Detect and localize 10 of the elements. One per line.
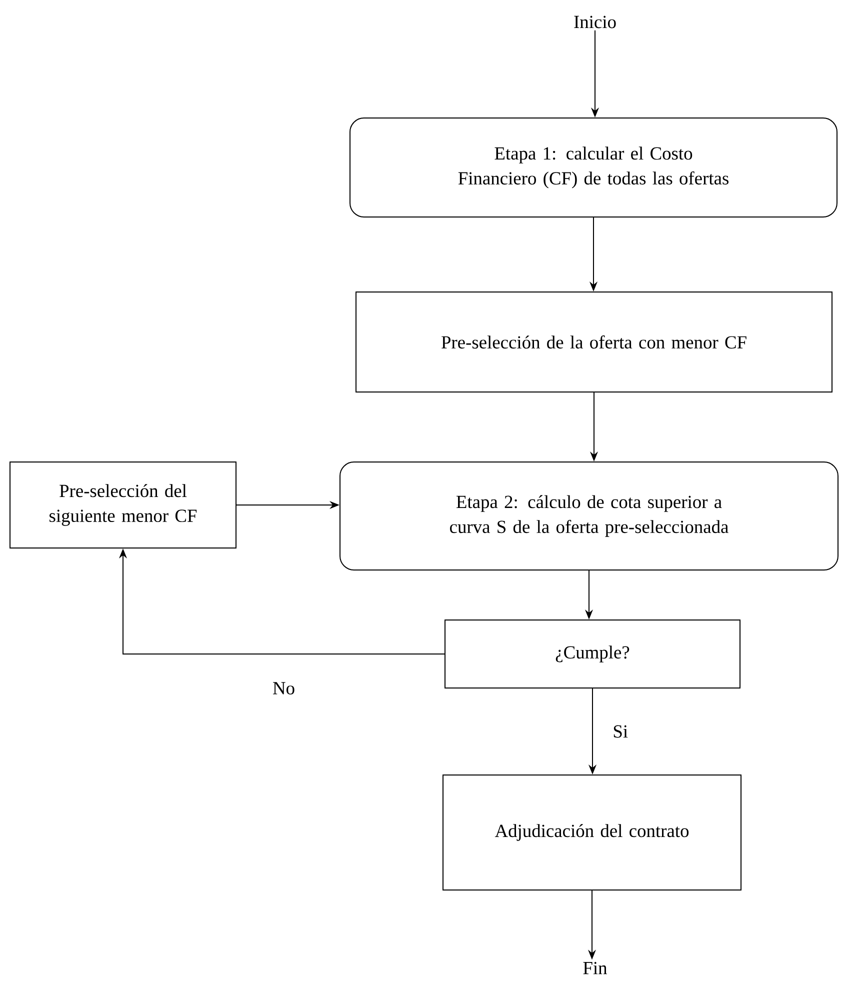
rounded-process-box: Etapa 1: calcular el Costo Financiero (CF) de todas las ofertas <box>350 118 838 218</box>
process-box: ¿Cumple? <box>444 620 740 688</box>
edge-label: Si <box>610 723 630 740</box>
edge-label: No <box>270 680 297 696</box>
terminal-label: Inicio <box>574 16 616 28</box>
process-box: Pre-selección de la oferta con menor CF <box>356 292 832 392</box>
terminal-label: Fin <box>583 962 607 974</box>
rounded-process-box: Etapa 2: cálculo de cota superior a curva S de la oferta pre-seleccionada <box>340 462 838 570</box>
process-box: Adjudicación del contrato <box>442 774 742 890</box>
process-box: Pre-selección del siguiente menor CF <box>10 462 236 548</box>
